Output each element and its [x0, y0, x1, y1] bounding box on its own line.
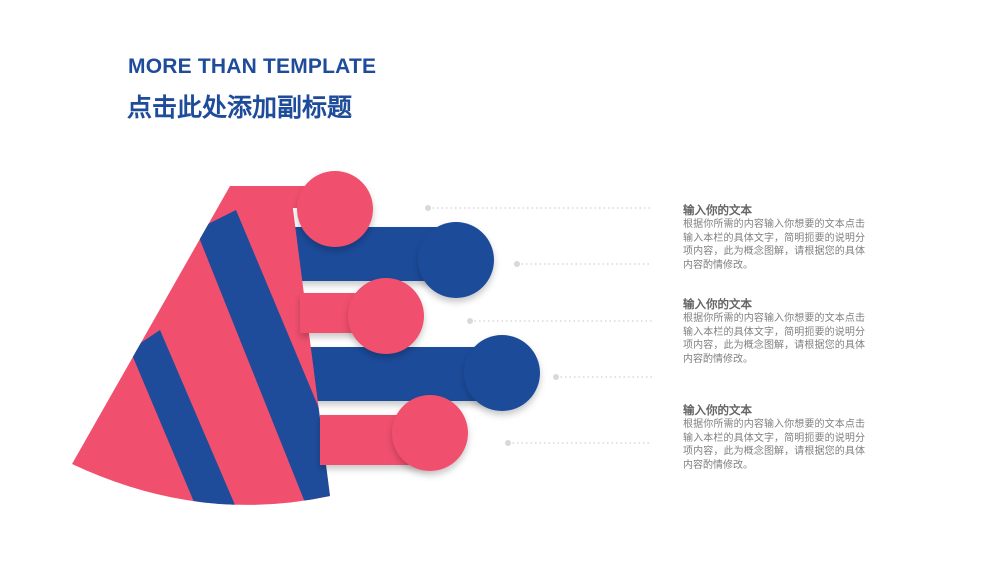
text-block-body: 根据你所需的内容输入你想要的文本点击输入本栏的具体文字，简明扼要的说明分项内容，… [683, 219, 865, 271]
red-circle-2 [348, 278, 424, 354]
text-block-2: 输入你的文本 根据你所需的内容输入你想要的文本点击输入本栏的具体文字，简明扼要的… [683, 297, 865, 366]
red-circle-1 [297, 171, 373, 247]
text-block-body: 根据你所需的内容输入你想要的文本点击输入本栏的具体文字，简明扼要的说明分项内容，… [683, 313, 865, 365]
connector-dot-3 [467, 318, 473, 324]
slide-subtitle: 点击此处添加副标题 [127, 93, 353, 122]
connector-lines [425, 205, 652, 446]
connector-dot-4 [553, 374, 559, 380]
connector-dot-1 [425, 205, 431, 211]
text-block-title: 输入你的文本 [683, 403, 752, 417]
blue-circle-2 [464, 335, 540, 411]
text-block-1: 输入你的文本 根据你所需的内容输入你想要的文本点击输入本栏的具体文字，简明扼要的… [683, 203, 865, 272]
slide-title: MORE THAN TEMPLATE [128, 55, 377, 78]
text-block-3: 输入你的文本 根据你所需的内容输入你想要的文本点击输入本栏的具体文字，简明扼要的… [683, 403, 865, 472]
blue-circle-1 [418, 222, 494, 298]
cone-stripe-2 [130, 330, 250, 505]
connector-dot-2 [514, 261, 520, 267]
text-block-title: 输入你的文本 [683, 297, 752, 311]
text-block-title: 输入你的文本 [683, 203, 752, 217]
connector-dot-5 [505, 440, 511, 446]
item-circles [297, 171, 540, 471]
text-block-body: 根据你所需的内容输入你想要的文本点击输入本栏的具体文字，简明扼要的说明分项内容，… [683, 419, 865, 471]
red-circle-3 [392, 395, 468, 471]
